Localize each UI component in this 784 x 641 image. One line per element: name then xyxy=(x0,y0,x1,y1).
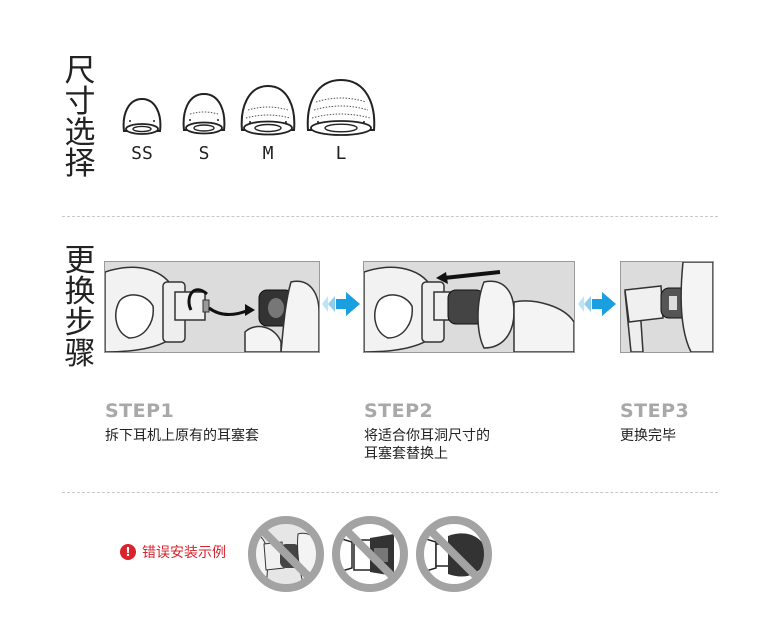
exclamation-circle-icon: ! xyxy=(120,544,136,560)
step2-desc-line: 耳塞套替换上 xyxy=(364,446,448,462)
ear-tip-m-icon xyxy=(240,84,296,136)
divider-1 xyxy=(62,216,718,217)
step2-title: STEP2 xyxy=(364,400,434,422)
ear-tip-s-icon xyxy=(182,92,226,135)
wrong-example-1-icon xyxy=(248,516,324,592)
step2-photo xyxy=(363,261,575,353)
wrong-install-label: ! 错误安装示例 xyxy=(120,542,226,562)
size-label-l: L xyxy=(335,143,347,164)
step1-desc-line: 拆下耳机上原有的耳塞套 xyxy=(105,428,259,444)
step-arrow-2-icon xyxy=(578,292,616,316)
step-arrow-1-icon xyxy=(322,292,360,316)
size-title-char: 寸 xyxy=(64,84,96,120)
wrong-example-3-icon xyxy=(416,516,492,592)
wrong-example-2-icon xyxy=(332,516,408,592)
step3-desc: 更换完毕 xyxy=(620,427,676,445)
step2-desc: 将适合你耳洞尺寸的 耳塞套替换上 xyxy=(364,427,490,463)
divider-2 xyxy=(62,492,718,493)
step1-title: STEP1 xyxy=(105,400,175,422)
step3-illustration-icon xyxy=(621,262,713,352)
ear-tip-ss-icon xyxy=(122,97,162,135)
step1-photo xyxy=(104,261,320,353)
size-label-s: S xyxy=(198,143,210,164)
steps-title-char: 换 xyxy=(64,274,96,310)
size-label-m: M xyxy=(262,143,274,164)
size-label-ss: SS xyxy=(131,143,153,164)
step2-desc-line: 将适合你耳洞尺寸的 xyxy=(364,428,490,444)
size-title-char: 择 xyxy=(64,146,96,182)
step1-illustration-icon xyxy=(105,262,319,352)
size-title-char: 选 xyxy=(64,115,96,151)
size-title-char: 尺 xyxy=(64,53,96,89)
steps-title-char: 骤 xyxy=(64,336,96,372)
size-section-title: 尺 寸 选 择 xyxy=(62,56,98,180)
steps-title-char: 步 xyxy=(64,305,96,341)
step1-desc: 拆下耳机上原有的耳塞套 xyxy=(105,427,259,445)
steps-section-title: 更 换 步 骤 xyxy=(62,246,98,370)
steps-title-char: 更 xyxy=(64,243,96,279)
step3-desc-line: 更换完毕 xyxy=(620,428,676,444)
step3-title: STEP3 xyxy=(620,400,690,422)
ear-tip-l-icon xyxy=(306,78,376,136)
step2-illustration-icon xyxy=(364,262,574,352)
wrong-install-text: 错误安装示例 xyxy=(142,545,226,561)
step3-photo xyxy=(620,261,714,353)
